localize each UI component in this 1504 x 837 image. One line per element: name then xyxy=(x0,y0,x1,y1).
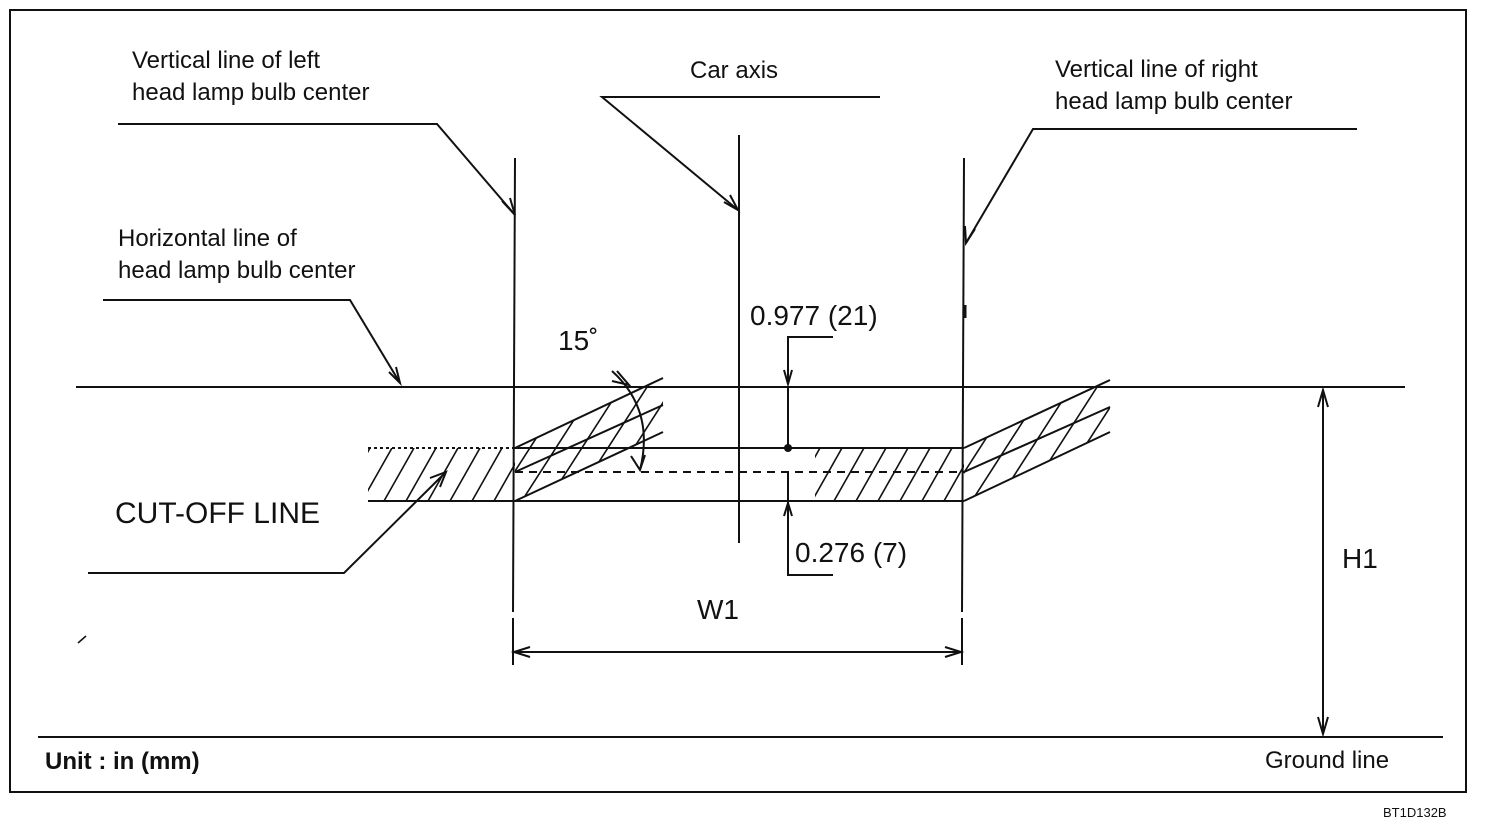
label-dim-lower: 0.276 (7) xyxy=(795,537,908,568)
label-h1: H1 xyxy=(1342,543,1378,574)
hatch-line xyxy=(427,448,459,501)
speck-mark xyxy=(77,635,87,644)
label-horizontal-1: Horizontal line of xyxy=(118,225,297,252)
label-cutoff-line: CUT-OFF LINE xyxy=(115,497,321,530)
hatch-line xyxy=(405,448,437,501)
leader-horizontal xyxy=(103,299,402,387)
hatch-line xyxy=(515,378,581,501)
dim-h1 xyxy=(1317,386,1329,738)
hatch-middle-band xyxy=(815,448,964,501)
hatch-line xyxy=(672,370,762,510)
hatch-line xyxy=(991,380,1083,501)
hatch-line xyxy=(921,448,953,501)
label-right-vertical-2: head lamp bulb center xyxy=(1055,88,1293,115)
hatch-line xyxy=(449,448,481,501)
right-vertical-line xyxy=(961,157,965,613)
hatch-line xyxy=(899,448,931,501)
label-left-vertical-2: head lamp bulb center xyxy=(132,79,370,106)
dim-w1 xyxy=(510,618,965,665)
angle-arc-15 xyxy=(611,370,646,473)
label-horizontal-2: head lamp bulb center xyxy=(118,257,356,284)
label-left-vertical-1: Vertical line of left xyxy=(132,47,321,74)
hatch-line xyxy=(815,448,821,459)
hatch-line xyxy=(964,380,1031,501)
hatch-line xyxy=(368,448,371,454)
hatch-line xyxy=(1069,380,1110,501)
hatch-line xyxy=(877,448,909,501)
cutoff-band xyxy=(368,377,1111,502)
figure-code: BT1D132B xyxy=(1383,805,1447,820)
hatch-line xyxy=(383,448,415,501)
leader-left-vertical xyxy=(118,123,516,216)
leader-cutoff xyxy=(88,470,448,574)
leader-car-axis xyxy=(599,96,880,213)
hatch-line xyxy=(368,448,393,493)
label-right-vertical-1: Vertical line of right xyxy=(1055,56,1258,83)
label-w1: W1 xyxy=(697,594,739,625)
hatch-line xyxy=(833,448,865,501)
hatch-line xyxy=(645,378,663,501)
dim-lower-leader xyxy=(783,472,833,576)
dim-upper-leader xyxy=(783,336,833,448)
hatch-line xyxy=(815,448,843,498)
label-unit: Unit : in (mm) xyxy=(45,748,200,775)
hatch-line xyxy=(541,378,633,501)
center-point xyxy=(784,444,792,452)
left-vertical-line xyxy=(512,157,516,613)
label-dim-upper: 0.977 (21) xyxy=(750,300,878,331)
hatch-line xyxy=(1095,380,1110,501)
hatch-line xyxy=(471,448,503,501)
hatch-line xyxy=(515,378,607,501)
label-car-axis: Car axis xyxy=(690,57,779,84)
label-ground-line: Ground line xyxy=(1265,747,1390,774)
hatch-line xyxy=(593,378,663,501)
leader-right-vertical xyxy=(964,128,1357,247)
label-angle-15: 15˚ xyxy=(558,325,599,356)
hatch-left-band xyxy=(368,448,515,501)
hatch-line xyxy=(493,462,515,501)
hatch-line xyxy=(1122,370,1212,510)
hatch-line xyxy=(1043,380,1110,501)
hatch-line xyxy=(855,448,887,501)
hatch-line xyxy=(943,464,964,501)
diagram-frame xyxy=(9,9,1467,793)
